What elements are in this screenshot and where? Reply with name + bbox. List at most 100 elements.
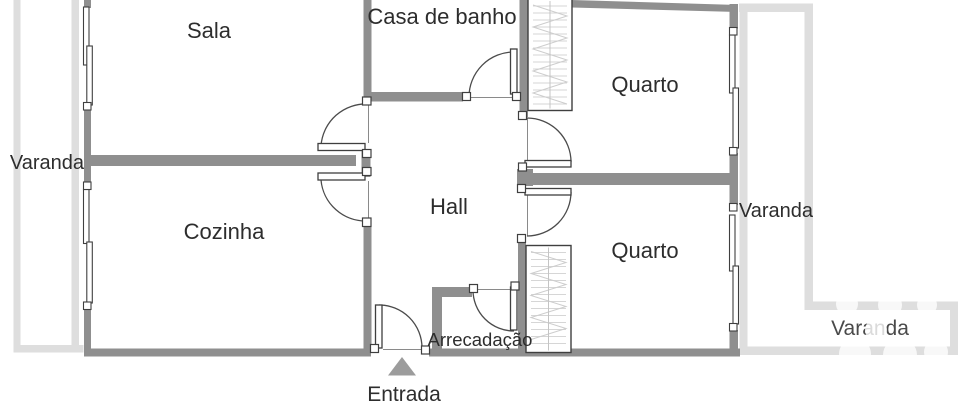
door-hinge-cap bbox=[361, 166, 372, 177]
balcony-rail bbox=[13, 345, 84, 353]
wall bbox=[363, 221, 372, 349]
door-arc bbox=[526, 117, 572, 163]
window-cap bbox=[82, 101, 92, 111]
door-hinge-cap bbox=[361, 148, 372, 159]
door-quarto-2 bbox=[516, 183, 572, 244]
wall bbox=[519, 0, 528, 117]
door-leaf bbox=[317, 172, 366, 181]
window-cap bbox=[82, 181, 92, 191]
door-entrada bbox=[369, 304, 431, 355]
watermark-blob bbox=[865, 319, 887, 341]
door-hinge-cap bbox=[461, 91, 472, 102]
room-label-sala: Sala bbox=[187, 18, 232, 43]
door-leaf bbox=[509, 286, 518, 331]
room-label-hall: Hall bbox=[430, 194, 468, 219]
door-casa-de-banho bbox=[461, 48, 522, 102]
door-arc bbox=[526, 191, 572, 237]
door-arrecadacao bbox=[468, 281, 520, 332]
wardrobe-1 bbox=[527, 0, 573, 112]
window-pane bbox=[86, 45, 93, 106]
door-hinge-cap bbox=[517, 110, 528, 121]
door-arc bbox=[320, 103, 369, 147]
door-hinge-cap bbox=[510, 281, 520, 291]
room-label-arrecadacao: Arrecadação bbox=[428, 329, 533, 350]
door-leaf bbox=[317, 142, 366, 152]
balcony-rail bbox=[739, 3, 813, 12]
window-cap bbox=[728, 322, 738, 332]
watermark-blob bbox=[878, 293, 902, 317]
window-pane bbox=[82, 6, 90, 66]
wall bbox=[84, 309, 91, 356]
balcony-rail bbox=[13, 0, 21, 352]
wardrobe-2 bbox=[525, 244, 572, 354]
door-sala bbox=[317, 96, 372, 159]
door-arc bbox=[468, 51, 515, 98]
wall bbox=[429, 348, 740, 357]
window-cap bbox=[728, 202, 738, 212]
wall bbox=[729, 4, 738, 29]
door-arc bbox=[320, 179, 368, 222]
window-sala bbox=[82, 6, 93, 111]
window-quarto-1 bbox=[728, 26, 740, 156]
room-label-entrada: Entrada bbox=[367, 383, 441, 406]
door-leaf bbox=[524, 159, 572, 168]
watermark-blob bbox=[839, 338, 871, 370]
room-label-varanda-direita: Varanda bbox=[739, 200, 814, 222]
window-pane bbox=[82, 188, 90, 245]
window-cozinha bbox=[82, 181, 93, 311]
wall bbox=[729, 330, 738, 356]
wall bbox=[518, 240, 526, 353]
room-label-cozinha: Cozinha bbox=[184, 219, 265, 244]
window-pane bbox=[732, 265, 740, 325]
door-hinge-cap bbox=[468, 283, 479, 294]
window-cap bbox=[728, 26, 738, 36]
wall bbox=[729, 153, 738, 205]
watermark-blob bbox=[917, 295, 937, 315]
door-leaf bbox=[374, 304, 383, 349]
door-arc bbox=[472, 289, 515, 332]
balcony-rail bbox=[739, 3, 748, 347]
watermark bbox=[836, 293, 948, 372]
wall bbox=[371, 92, 463, 102]
door-hinge-cap bbox=[361, 96, 372, 106]
room-label-casa-de-banho: Casa de banho bbox=[367, 4, 516, 29]
door-hinge-cap bbox=[517, 162, 528, 172]
entrance-marker bbox=[388, 357, 416, 376]
wall bbox=[517, 169, 533, 186]
door-hinge-cap bbox=[516, 183, 527, 194]
watermark-blob bbox=[883, 338, 917, 372]
door-hinge-cap bbox=[361, 217, 372, 228]
wall bbox=[522, 173, 738, 185]
door-cozinha bbox=[317, 166, 372, 228]
door-leaf bbox=[524, 187, 572, 196]
wall bbox=[363, 0, 372, 98]
wall bbox=[361, 149, 371, 177]
door-quarto-1 bbox=[517, 110, 572, 172]
window-cap bbox=[82, 301, 92, 311]
balcony-rail bbox=[71, 0, 79, 345]
room-label-quarto-1: Quarto bbox=[611, 72, 678, 97]
door-hinge-cap bbox=[420, 345, 431, 355]
watermark-blob bbox=[836, 293, 858, 315]
wall bbox=[84, 110, 91, 183]
window-pane bbox=[728, 214, 736, 272]
room-label-quarto-2: Quarto bbox=[611, 238, 678, 263]
wall bbox=[84, 348, 371, 357]
door-hinge-cap bbox=[516, 233, 527, 244]
top-wall bbox=[572, 0, 738, 12]
window-pane bbox=[728, 34, 736, 94]
wall bbox=[84, 155, 356, 166]
wall bbox=[432, 287, 442, 349]
wardrobe-hatch-zigzag bbox=[529, 251, 568, 340]
window-cap bbox=[728, 146, 738, 156]
wall bbox=[432, 287, 472, 297]
balcony-rail bbox=[804, 3, 813, 310]
wall bbox=[84, 0, 91, 8]
window-quarto-2 bbox=[728, 202, 740, 332]
watermark-blob bbox=[924, 340, 948, 364]
door-leaf bbox=[509, 48, 518, 95]
door-hinge-cap bbox=[511, 91, 522, 102]
